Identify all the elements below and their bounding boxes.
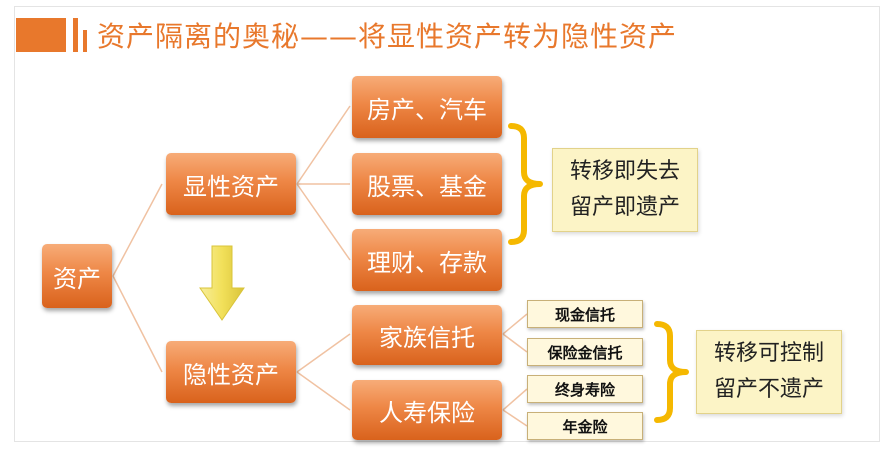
tag-label: 年金险: [562, 417, 608, 436]
title-accent-block: [16, 18, 66, 52]
connector-implicit-child-2: [296, 371, 351, 411]
explicit-assets-node: 显性资产: [166, 153, 296, 215]
title-accent-bar-short: [83, 30, 87, 52]
down-arrow-icon: [199, 245, 245, 321]
child-node-family-trust: 家族信托: [352, 305, 502, 365]
tag-label: 现金信托: [554, 305, 615, 324]
child-node-label: 房产、汽车: [367, 95, 487, 124]
callout-line: 留产即遗产: [569, 195, 680, 220]
implicit-callout: 转移可控制 留产不遗产: [696, 330, 842, 414]
root-node: 资产: [42, 244, 112, 308]
curly-brace-icon: [508, 123, 543, 245]
child-node-wealth-deposits: 理财、存款: [352, 229, 502, 291]
child-node-stocks-funds: 股票、基金: [352, 153, 502, 215]
connector-trust-tag-2: [502, 333, 528, 353]
child-node-life-insurance: 人寿保险: [352, 380, 502, 440]
child-node-label: 家族信托: [379, 323, 475, 352]
callout-line: 留产不遗产: [713, 377, 824, 402]
tag-insurance-trust: 保险金信托: [527, 338, 643, 366]
curly-brace-icon: [654, 321, 689, 423]
child-node-label: 人寿保险: [379, 398, 475, 427]
connector-explicit-child-1: [296, 105, 351, 185]
connector-insurance-tag-1: [502, 388, 528, 411]
implicit-assets-label: 隐性资产: [183, 360, 279, 389]
child-node-label: 股票、基金: [367, 172, 487, 201]
tag-label: 终身寿险: [554, 380, 615, 399]
title-accent-bar: [73, 18, 78, 52]
tag-annuity: 年金险: [527, 412, 643, 440]
root-node-label: 资产: [53, 264, 101, 293]
connector-root-explicit: [112, 183, 163, 277]
implicit-assets-node: 隐性资产: [166, 341, 296, 403]
child-node-property-car: 房产、汽车: [352, 76, 502, 138]
connector-explicit-child-3: [296, 183, 351, 261]
tag-label: 保险金信托: [547, 343, 623, 362]
tag-whole-life: 终身寿险: [527, 375, 643, 403]
tag-cash-trust: 现金信托: [527, 300, 643, 328]
slide-frame: [14, 6, 880, 442]
connector-root-implicit: [112, 275, 163, 373]
connector-trust-tag-1: [502, 313, 528, 335]
connector-insurance-tag-2: [502, 409, 528, 427]
explicit-callout: 转移即失去 留产即遗产: [552, 148, 698, 232]
explicit-assets-label: 显性资产: [183, 172, 279, 201]
child-node-label: 理财、存款: [367, 248, 487, 277]
page-title: 资产隔离的奥秘——将显性资产转为隐性资产: [97, 20, 678, 53]
title-bar: 资产隔离的奥秘——将显性资产转为隐性资产: [16, 16, 677, 54]
callout-line: 转移即失去: [569, 159, 680, 184]
callout-line: 转移可控制: [713, 341, 824, 366]
connector-implicit-child-1: [296, 333, 351, 373]
